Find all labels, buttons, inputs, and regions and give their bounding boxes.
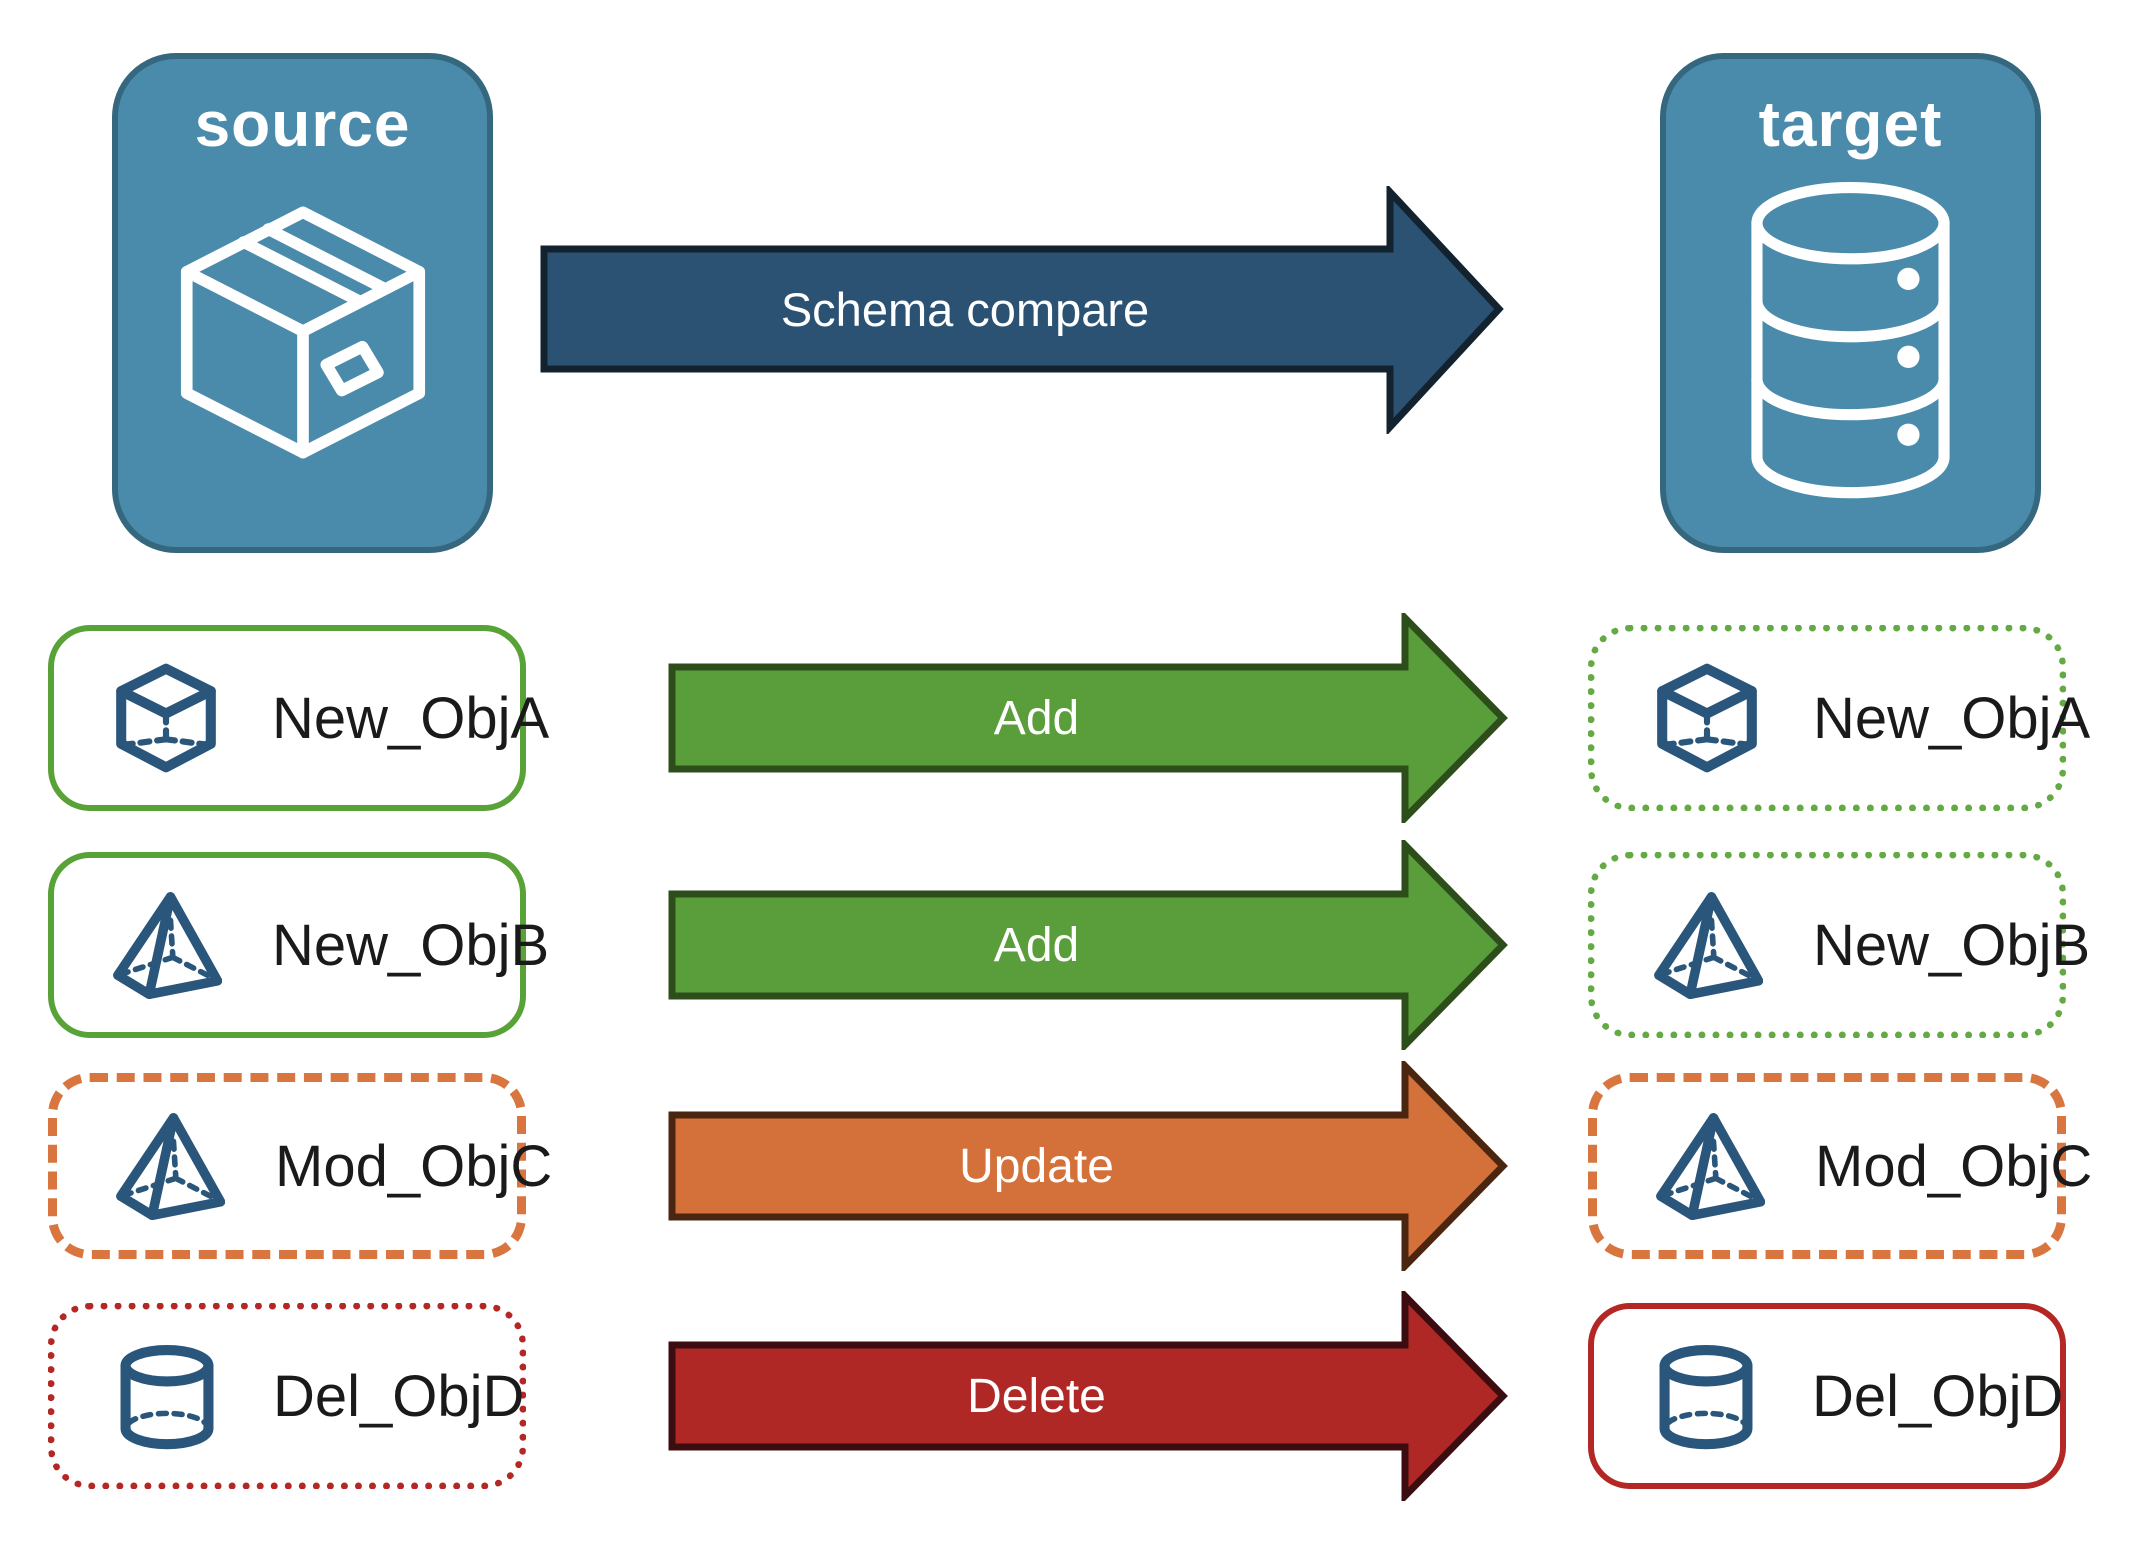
schema-compare-arrow-label: Schema compare	[780, 282, 1150, 336]
source-object-box-new-obja: New_ObjA	[48, 625, 549, 811]
add-arrow-objb: Add	[668, 840, 1508, 1050]
delete-arrow-shape	[668, 1291, 1508, 1501]
target-object-box-mod-objc: Mod_ObjC	[1588, 1073, 2092, 1259]
source-object-box-new-objb: New_ObjB	[48, 852, 549, 1038]
object-label: Mod_ObjC	[1815, 1133, 2093, 1199]
object-label: Mod_ObjC	[275, 1133, 553, 1199]
source-object-box-mod-objc: Mod_ObjC	[48, 1073, 552, 1259]
target-object-box-new-objb: New_ObjB	[1588, 852, 2090, 1038]
object-label: New_ObjB	[272, 912, 550, 978]
schema-compare-arrow-shape	[540, 186, 1504, 434]
update-arrow-objc: Update	[668, 1061, 1508, 1271]
object-label: New_ObjB	[1813, 912, 2091, 978]
object-label: Del_ObjD	[273, 1363, 525, 1429]
delete-arrow-label: Delete	[967, 1369, 1106, 1423]
add-arrow-obja: Add	[668, 613, 1508, 823]
package-icon	[180, 206, 425, 459]
cube-icon	[1651, 662, 1763, 774]
target-object-box-new-obja: New_ObjA	[1588, 625, 2090, 811]
add-arrow-shape	[668, 840, 1508, 1050]
pyramid-icon	[1653, 1110, 1765, 1222]
update-arrow-shape	[668, 1061, 1508, 1271]
object-label: Del_ObjD	[1812, 1363, 2064, 1429]
database-icon	[1751, 181, 1950, 499]
target-object-box-del-objd: Del_ObjD	[1588, 1303, 2066, 1489]
source-object-box-del-objd: Del_ObjD	[48, 1303, 526, 1489]
update-arrow-label: Update	[959, 1139, 1114, 1193]
target-panel: target	[1660, 53, 2041, 553]
source-panel: source	[112, 53, 493, 553]
pyramid-icon	[113, 1110, 225, 1222]
delete-arrow-objd: Delete	[668, 1291, 1508, 1501]
cylinder-icon	[111, 1340, 223, 1452]
pyramid-icon	[1651, 889, 1763, 1001]
add-arrow-label: Add	[993, 691, 1080, 745]
object-label: New_ObjA	[272, 685, 550, 751]
add-arrow-shape	[668, 613, 1508, 823]
add-arrow-label: Add	[993, 918, 1080, 972]
cube-icon	[110, 662, 222, 774]
pyramid-icon	[110, 889, 222, 1001]
object-label: New_ObjA	[1813, 685, 2091, 751]
cylinder-icon	[1650, 1340, 1762, 1452]
target-panel-label: target	[1758, 88, 1943, 160]
schema-compare-arrow: Schema compare	[540, 186, 1505, 434]
source-panel-label: source	[194, 88, 411, 160]
